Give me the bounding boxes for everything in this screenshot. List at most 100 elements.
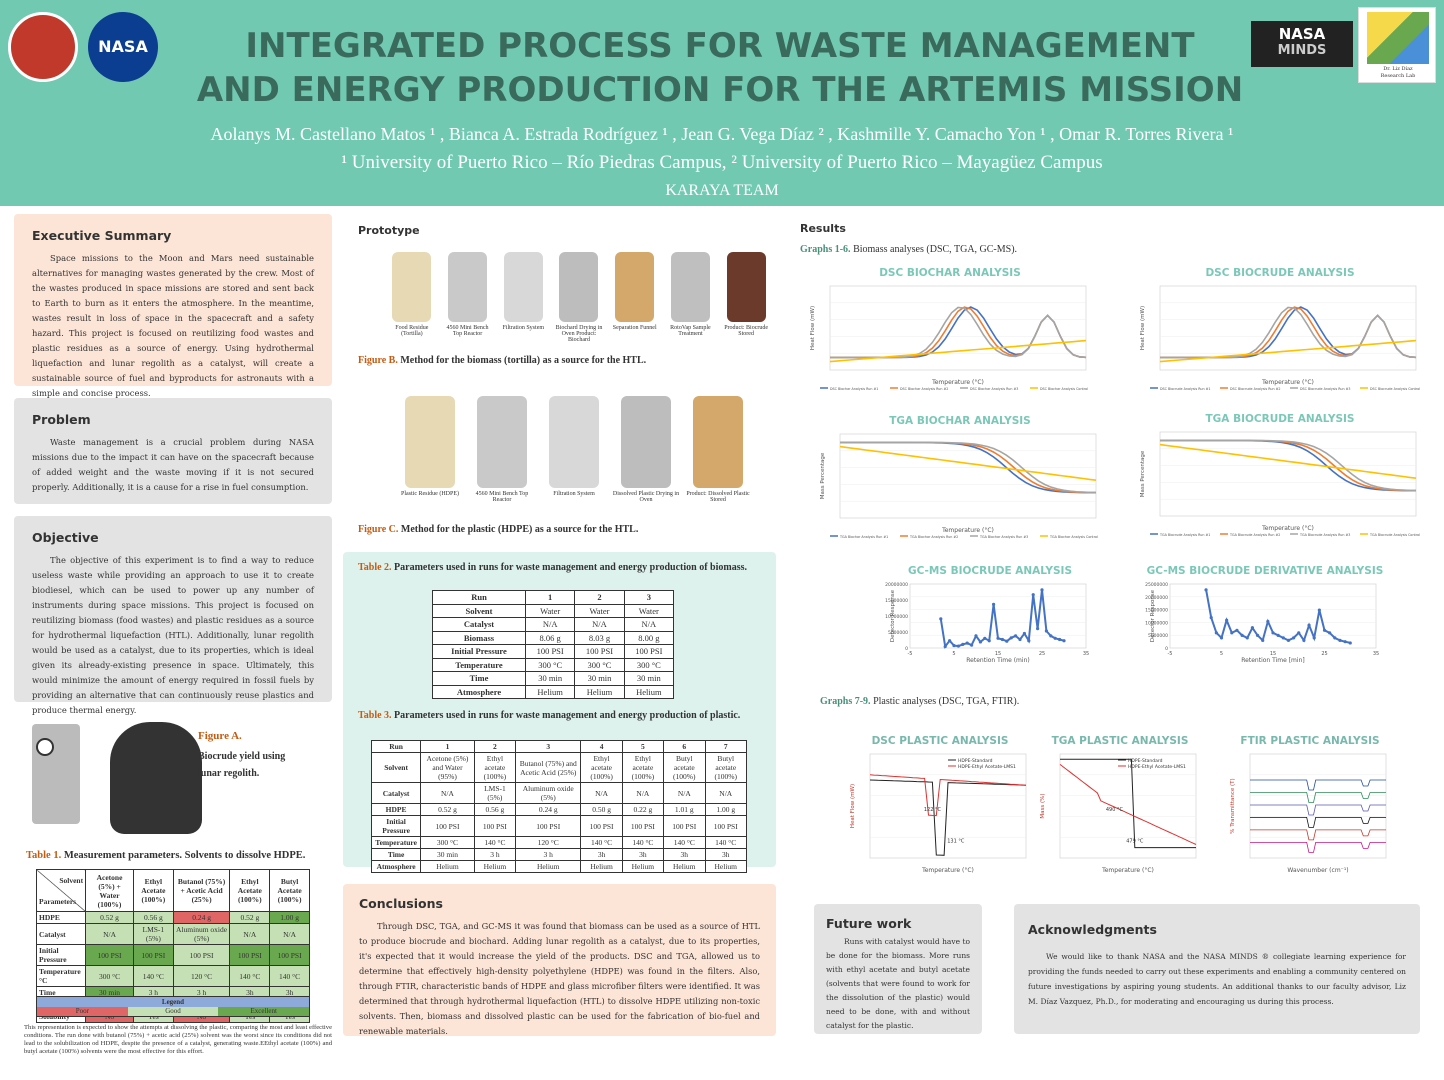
- data-point: [970, 643, 974, 647]
- table-cell: Ethyl acetate (100%): [621, 752, 665, 783]
- step-label: RotoVap Sample Treatment: [670, 325, 711, 337]
- data-point: [961, 642, 965, 646]
- table-header: 2: [574, 590, 625, 605]
- equipment-image: [476, 396, 528, 488]
- table-cell: 3 h: [515, 848, 582, 861]
- table-cell: 3h: [269, 986, 310, 999]
- data-point: [983, 636, 987, 640]
- step-label: Filtration System: [502, 325, 545, 331]
- legend-entry: TGA Biocrude Analysis Run #3: [1299, 533, 1350, 537]
- y-tick-label: 25000000: [1145, 582, 1168, 588]
- table-cell: N/A: [85, 923, 134, 945]
- equipment-image: [559, 252, 599, 322]
- legend-entry: HDPE-Standard: [958, 758, 993, 764]
- legend-entry: DSC Biochar Analysis Run #1: [830, 387, 878, 391]
- row-label: Temperature: [370, 836, 422, 849]
- table-cell: 100 PSI: [473, 815, 517, 837]
- legend-entry: HDPE-Ethyl Acetate-LMS1: [1128, 764, 1186, 770]
- data-point: [1343, 640, 1347, 644]
- equipment-image: [620, 396, 672, 488]
- table-cell: 100 PSI: [663, 815, 706, 837]
- plot-area: [1159, 431, 1417, 517]
- plot-area: [1169, 583, 1377, 649]
- plot-area: [869, 753, 1027, 859]
- step-label: Product: Dissolved Plastic Stored: [686, 491, 750, 503]
- step-label: Plastic Residue (HDPE): [401, 491, 459, 497]
- data-point: [1005, 639, 1009, 643]
- step-label: Dissolved Plastic Drying in Oven: [612, 491, 680, 503]
- row-label: Time: [432, 671, 526, 686]
- data-point: [1240, 633, 1244, 637]
- annotation: 122 °C: [924, 807, 942, 813]
- ftir-trace: [1250, 804, 1386, 816]
- data-point: [1317, 608, 1321, 612]
- legend-entry: TGA Biochar Analysis Run #2: [909, 535, 958, 539]
- table-cell: Butyl acetate (100%): [704, 752, 747, 783]
- section-text: Through DSC, TGA, and GC-MS it was found…: [359, 921, 760, 1036]
- process-step: Biochard Drying in Oven Product: Biochar…: [553, 246, 605, 350]
- table-cell: 1.01 g: [663, 803, 706, 816]
- table-cell: 300 °C: [574, 657, 625, 672]
- x-tick-label: 35: [1083, 651, 1089, 657]
- table-1-note: This representation is expected to show …: [24, 1024, 332, 1055]
- data-point: [978, 640, 982, 644]
- chart-title: DSC BIOCHAR ANALYSIS: [879, 267, 1021, 279]
- table-cell: 0.24 g: [515, 803, 582, 816]
- graphs-1-6-caption: Graphs 1-6. Biomass analyses (DSC, TGA, …: [800, 244, 1018, 255]
- table-cell: Helium: [420, 860, 475, 873]
- y-tick-label: 10000000: [1145, 620, 1168, 626]
- legend-entry: TGA Biocrude Analysis Run #1: [1159, 533, 1210, 537]
- x-tick-label: -5: [1168, 651, 1173, 657]
- table-cell: Aluminum oxide (5%): [515, 782, 582, 804]
- legend-entry: TGA Biochar Analysis Run #1: [839, 535, 888, 539]
- university-seal-logo: [8, 12, 78, 82]
- data-point: [1302, 638, 1306, 643]
- table-cell: 30 min: [420, 848, 475, 861]
- y-axis-label: Mass Percentage: [820, 452, 826, 499]
- table-cell: 0.24 g: [172, 911, 231, 924]
- table-cell: 100 PSI: [172, 944, 231, 966]
- data-point: [1338, 638, 1342, 643]
- row-label: Biomass: [432, 630, 526, 645]
- table-cell: 100 PSI: [229, 944, 271, 966]
- table-cell: Helium: [574, 684, 625, 699]
- table-header: 2: [473, 740, 517, 753]
- y-axis-label: Heat Flow (mW): [810, 306, 816, 350]
- table-cell: Helium: [704, 860, 747, 873]
- section-title: Conclusions: [359, 896, 443, 911]
- table-cell: 100 PSI: [574, 644, 625, 659]
- row-label: Catalyst: [35, 923, 87, 945]
- data-point: [1255, 633, 1260, 637]
- objective-section: Objective The objective of this experime…: [14, 516, 332, 715]
- figure-b-process: Food Residue (Tortilla)4560 Mini Bench T…: [386, 246, 776, 350]
- data-point: [1261, 638, 1265, 643]
- table-cell: N/A: [580, 782, 623, 804]
- data-point: [948, 639, 952, 643]
- table-cell: N/A: [621, 782, 665, 804]
- table-2-caption: Table 2. Parameters used in runs for was…: [358, 562, 747, 573]
- data-point: [939, 617, 943, 621]
- data-point: [1245, 636, 1249, 640]
- row-label: HDPE: [370, 803, 422, 816]
- row-label: Temperature °C: [35, 965, 87, 987]
- table-cell: Ethyl acetate (100%): [580, 752, 623, 783]
- process-step: Filtration System: [497, 246, 549, 350]
- x-axis-label: Wavenumber (cm⁻¹): [1287, 867, 1348, 874]
- table-cell: 120 °C: [172, 965, 231, 987]
- data-point: [1049, 634, 1053, 638]
- x-axis-label: Temperature (°C): [1261, 525, 1314, 532]
- affiliations: ¹ University of Puerto Rico – Río Piedra…: [341, 152, 1103, 173]
- legend-entry: DSC Biochar Analysis Control: [1040, 387, 1088, 391]
- table-header: 1: [420, 740, 475, 753]
- table-cell: N/A: [524, 617, 576, 632]
- step-label: Biochard Drying in Oven Product: Biochar…: [555, 325, 603, 343]
- plot-area: [829, 285, 1087, 371]
- y-axis-label: Detector Response: [890, 589, 896, 642]
